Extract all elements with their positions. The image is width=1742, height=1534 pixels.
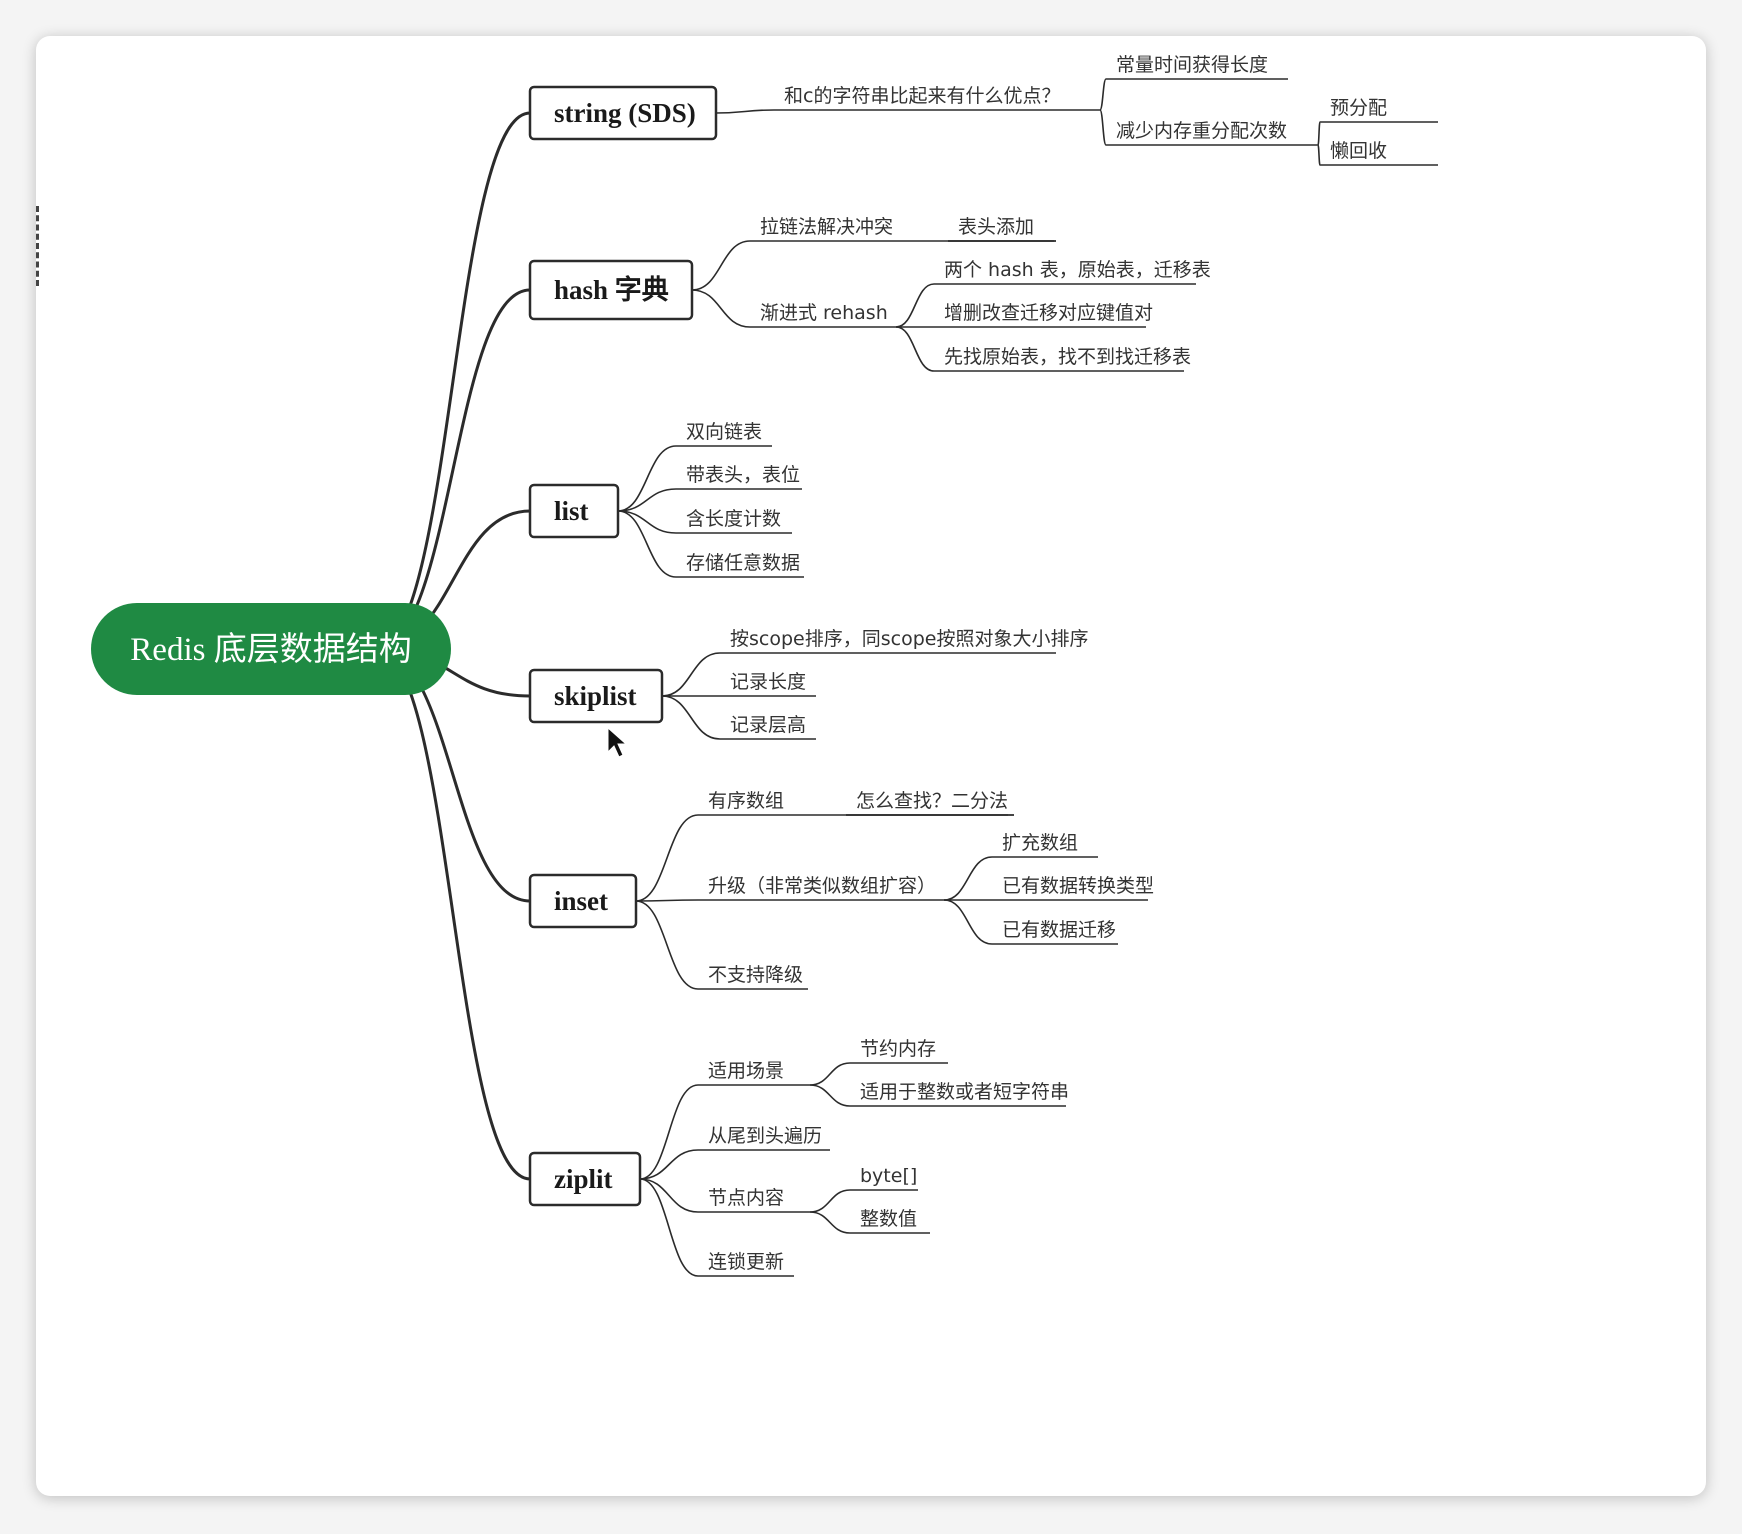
node-label: 渐进式 rehash <box>760 302 888 324</box>
root-node-label: Redis 底层数据结构 <box>130 631 411 668</box>
node-label: 双向链表 <box>686 421 762 443</box>
connector <box>375 111 531 651</box>
mindmap-canvas: Redis 底层数据结构 string (SDS) 和c的字符串比起来有什么优点？ 常… <box>36 36 1706 1496</box>
branch-node-list[interactable] <box>528 483 620 539</box>
node-label: 连锁更新 <box>708 1251 784 1273</box>
node-label: 从尾到头遍历 <box>708 1125 822 1147</box>
connector <box>639 1178 699 1213</box>
connector <box>809 1211 851 1234</box>
node-label: 不支持降级 <box>708 964 803 986</box>
branch-node-inset[interactable] <box>528 873 638 929</box>
window-edge-marker <box>36 206 42 286</box>
branch-node-hash-dict[interactable] <box>528 259 694 321</box>
branch-label-ziplit: ziplit <box>554 1164 613 1194</box>
connector <box>1317 144 1321 166</box>
node-label: 带表头，表位 <box>686 464 800 486</box>
connector <box>617 488 677 512</box>
leaf-label: 懒回收 <box>1330 140 1387 162</box>
leaf-label: 增删改查迁移对应键值对 <box>944 302 1153 324</box>
branch-node-ziplit[interactable] <box>528 1151 642 1207</box>
connector <box>943 856 993 901</box>
node-label: 记录层高 <box>730 714 806 736</box>
leaf-label: byte[] <box>860 1165 917 1187</box>
connector <box>895 283 935 328</box>
connector <box>809 1062 851 1086</box>
connector <box>375 288 531 651</box>
leaf-label: 已有数据迁移 <box>1002 919 1116 941</box>
connector <box>635 814 699 902</box>
node-label: 节点内容 <box>708 1187 784 1209</box>
branch-node-skiplist[interactable] <box>528 668 664 724</box>
connector <box>1317 121 1321 146</box>
branch-label-skiplist: skiplist <box>554 681 637 711</box>
node-label: 记录长度 <box>730 671 806 693</box>
branch-label-list: list <box>554 496 589 526</box>
connector <box>639 1178 699 1277</box>
leaf-label: 怎么查找？二分法 <box>856 790 1008 812</box>
connector <box>715 109 775 114</box>
node-label: 存储任意数据 <box>686 552 800 574</box>
leaf-label: 先找原始表，找不到找迁移表 <box>944 346 1191 368</box>
connector <box>661 695 721 740</box>
branch-label-hash-dict: hash 字典 <box>554 274 669 305</box>
leaf-label: 节约内存 <box>860 1038 936 1060</box>
connector <box>895 326 935 372</box>
connector <box>691 289 751 328</box>
leaf-label: 预分配 <box>1330 97 1387 119</box>
mouse-cursor-icon <box>607 726 628 758</box>
connector <box>635 899 699 902</box>
connector <box>1099 78 1107 111</box>
connector <box>809 1189 851 1213</box>
node-label: 拉链法解决冲突 <box>760 216 893 238</box>
leaf-label: 常量时间获得长度 <box>1116 54 1268 76</box>
connector <box>809 1084 851 1107</box>
leaf-label: 两个 hash 表，原始表，迁移表 <box>944 259 1211 281</box>
connector <box>661 652 721 697</box>
node-label: 适用场景 <box>708 1060 784 1082</box>
branch-node-string-sds[interactable] <box>528 85 718 141</box>
node-label: 含长度计数 <box>686 508 781 530</box>
leaf-label: 扩充数组 <box>1002 832 1078 854</box>
mindmap-diagram: Redis 底层数据结构 string (SDS) 和c的字符串比起来有什么优点？ 常… <box>91 54 1438 1277</box>
leaf-label: 整数值 <box>860 1208 917 1230</box>
connector <box>375 647 531 1181</box>
branch-label-string-sds: string (SDS) <box>554 98 696 128</box>
connector <box>1099 109 1107 146</box>
connector <box>691 240 751 291</box>
connector <box>617 510 677 578</box>
connector <box>639 1084 699 1180</box>
connector <box>943 899 993 945</box>
leaf-label: 已有数据转换类型 <box>1002 875 1154 897</box>
connector <box>617 510 677 534</box>
node-label: 有序数组 <box>708 790 784 812</box>
root-node[interactable] <box>91 603 451 695</box>
connector <box>639 1149 699 1180</box>
leaf-label: 减少内存重分配次数 <box>1116 120 1287 142</box>
node-label: 按scope排序，同scope按照对象大小排序 <box>730 628 1088 650</box>
branch-label-inset: inset <box>554 886 608 916</box>
leaf-label: 表头添加 <box>958 216 1034 238</box>
node-label: 和c的字符串比起来有什么优点？ <box>784 85 1060 107</box>
node-label: 升级（非常类似数组扩容） <box>708 875 936 897</box>
connector <box>635 900 699 990</box>
leaf-label: 适用于整数或者短字符串 <box>860 1081 1069 1103</box>
connector <box>617 445 677 512</box>
